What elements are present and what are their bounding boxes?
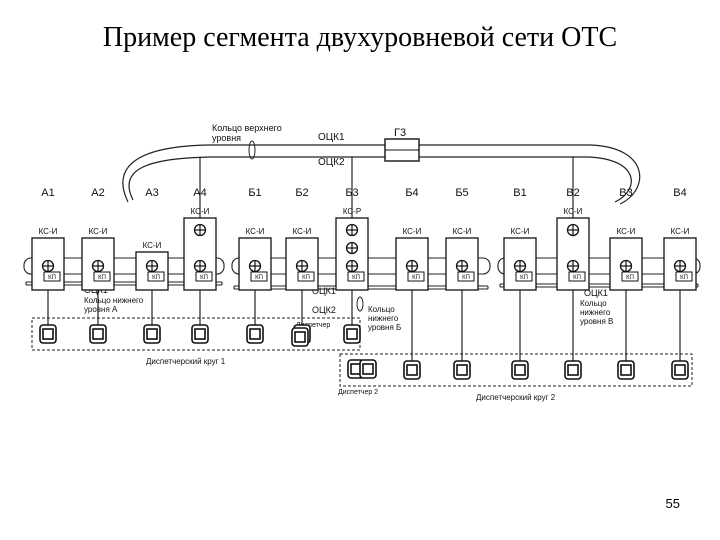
station-type-10: КС-И <box>511 227 530 236</box>
kp-box-13 <box>675 271 693 282</box>
terminal-1-screen <box>42 328 54 340</box>
lower-ring-b-cable-1: ОЦК1 <box>312 286 336 296</box>
upper-cable-1-label: ОЦК1 <box>318 132 345 143</box>
kp-label-8: КП <box>412 275 420 281</box>
kp-box-9 <box>457 271 475 282</box>
station-type-3: КС-И <box>143 241 162 250</box>
station-name-2: А2 <box>91 187 104 199</box>
station-type-2: КС-И <box>89 227 108 236</box>
upper-ring-label-2: уровня <box>212 133 241 143</box>
kp-box-5 <box>250 271 268 282</box>
lower-ring-c <box>497 257 701 288</box>
kp-label-6: КП <box>302 275 310 281</box>
kp-label-4: КП <box>200 275 208 281</box>
dispatch-circle-2-label: Диспетчерский круг 2 <box>476 393 556 402</box>
station-type-11: КС-И <box>564 207 583 216</box>
station-type-4: КС-И <box>191 207 210 216</box>
lower-ring-a-label-1: Кольцо нижнего <box>84 296 144 305</box>
lower-ring-c-label-3: уровня В <box>580 317 613 326</box>
terminal-7-screen <box>346 328 358 340</box>
terminal-12-screen <box>620 364 632 376</box>
terminal-13-screen <box>674 364 686 376</box>
kp-box-11 <box>568 271 586 282</box>
station-type-8: КС-И <box>403 227 422 236</box>
kp-box-12 <box>621 271 639 282</box>
dispatcher-terminal-screen <box>294 331 306 343</box>
lower-ring-c-label-2: нижнего <box>580 308 611 317</box>
kp-box-2 <box>93 271 111 282</box>
station-type-13: КС-И <box>671 227 690 236</box>
dispatcher-label: Диспетчер <box>296 322 330 329</box>
station-name-9: Б5 <box>455 187 468 199</box>
station-name-5: Б1 <box>248 187 261 199</box>
kp-box-6 <box>297 271 315 282</box>
station-type-6: КС-И <box>293 227 312 236</box>
terminal-3-screen <box>146 328 158 340</box>
station-type-5: КС-И <box>246 227 265 236</box>
terminal-9-screen <box>456 364 468 376</box>
terminal-8-screen <box>406 364 418 376</box>
station-type-12: КС-И <box>617 227 636 236</box>
upper-ring-node-label: Г3 <box>394 127 406 139</box>
lower-ring-c-label-1: Кольцо <box>580 299 607 308</box>
kp-label-3: КП <box>152 275 160 281</box>
upper-cable-2-label: ОЦК2 <box>318 157 345 168</box>
station-name-12: В3 <box>619 187 632 199</box>
station-name-1: А1 <box>41 187 54 199</box>
kp-box-8 <box>407 271 425 282</box>
station-name-8: Б4 <box>405 187 418 199</box>
lower-ring-b-label-3: уровня Б <box>368 323 401 332</box>
lower-ring-c-cable: ОЦК1 <box>584 288 608 298</box>
dispatch-circle-1-label: Диспетчерский круг 1 <box>146 357 226 366</box>
lower-ring-a <box>23 257 225 286</box>
terminal-2-screen <box>92 328 104 340</box>
lower-ring-b-label-2: нижнего <box>368 314 399 323</box>
upper-ring-label-1: Кольцо верхнего <box>212 123 282 133</box>
kp-box-10 <box>515 271 533 282</box>
kp-label-11: КП <box>573 275 581 281</box>
kp-label-2: КП <box>98 275 106 281</box>
lower-ring-b-cable-2: ОЦК2 <box>312 305 336 315</box>
lower-ring-a-label-2: уровня А <box>84 305 118 314</box>
dispatch-circle-2-frame <box>339 353 693 387</box>
terminal-5-screen <box>249 328 261 340</box>
kp-box-7 <box>347 271 365 282</box>
kp-label-9: КП <box>462 275 470 281</box>
slide-title: Пример сегмента двухуровневой сети ОТС <box>102 22 618 53</box>
terminal-11-screen <box>567 364 579 376</box>
kp-label-5: КП <box>255 275 263 281</box>
lower-ring-b-label-1: Кольцо <box>368 305 395 314</box>
kp-box-4 <box>195 271 213 282</box>
station-name-13: В4 <box>673 187 686 199</box>
kp-label-10: КП <box>520 275 528 281</box>
station-type-1: КС-И <box>39 227 58 236</box>
kp-label-1: КП <box>48 275 56 281</box>
station-name-6: Б2 <box>295 187 308 199</box>
kp-label-12: КП <box>626 275 634 281</box>
kp-box-3 <box>147 271 165 282</box>
terminal-4-screen <box>194 328 206 340</box>
stations-layer: А1КС-ИКПА2КС-ИКПА3КС-ИКПА4КС-ИКПБ1КС-ИКП… <box>31 149 697 380</box>
kp-label-7: КП <box>352 275 360 281</box>
dispatcher-2-label: Диспетчер 2 <box>338 389 378 396</box>
page-number: 55 <box>665 496 680 511</box>
station-type-9: КС-И <box>453 227 472 236</box>
station-name-3: А3 <box>145 187 158 199</box>
station-type-7: КС-Р <box>343 207 361 216</box>
terminal-10-screen <box>514 364 526 376</box>
kp-label-13: КП <box>680 275 688 281</box>
kp-box-1 <box>43 271 61 282</box>
station-name-10: В1 <box>513 187 526 199</box>
dispatcher-2-terminal-b-screen <box>362 363 374 375</box>
